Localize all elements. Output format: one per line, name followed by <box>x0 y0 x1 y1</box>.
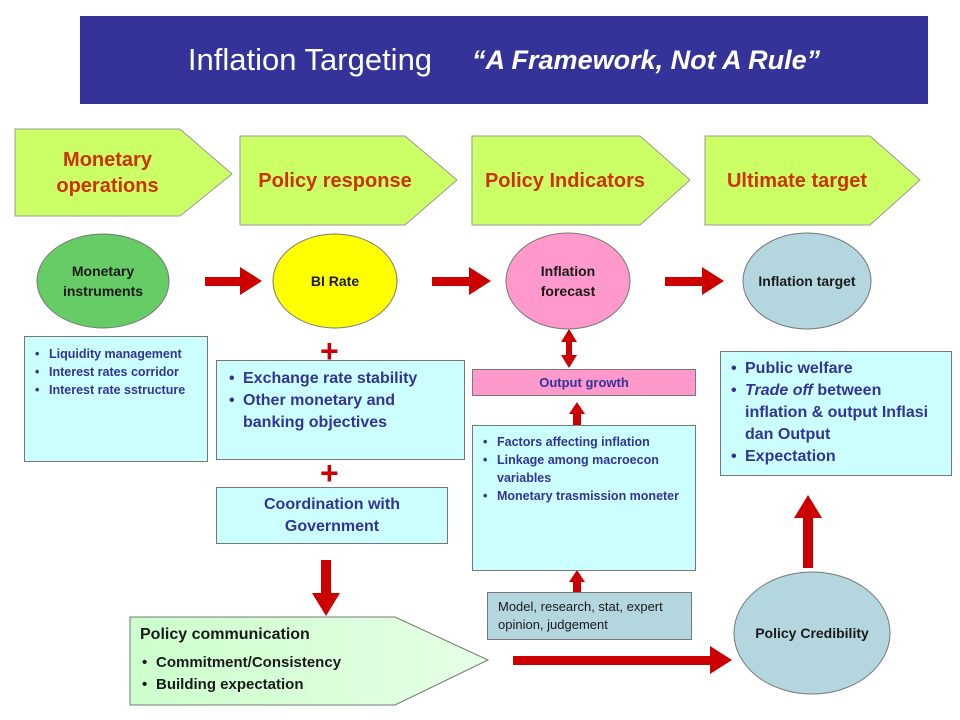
oval-inflation-forecast <box>505 232 631 330</box>
instruments-item: Interest rate sstructure <box>33 381 201 399</box>
target-item-welfare: Public welfare <box>729 358 947 380</box>
oval-inflation-target <box>742 232 872 330</box>
oval-monetary-instruments <box>36 233 170 329</box>
response-box: Exchange rate stability Other monetary a… <box>216 360 465 460</box>
arrow-forecast-to-target <box>665 267 724 295</box>
factors-item: Factors affecting inflation <box>481 433 689 451</box>
response-item: Exchange rate stability <box>227 368 458 390</box>
stage-monetary-operations: Monetary operations <box>56 149 159 197</box>
oval-bi-rate <box>272 233 398 329</box>
instruments-item: Interest rates corridor <box>33 363 201 381</box>
output-growth-box: Output growth <box>472 369 696 396</box>
tradeoff-italic: Trade off <box>745 382 813 399</box>
target-item-expectation: Expectation <box>729 446 947 468</box>
factors-item: Linkage among macroecon variables <box>481 451 689 487</box>
communication-item: Commitment/Consistency <box>140 652 440 674</box>
model-research-box: Model, research, stat, expert opinion, j… <box>487 592 692 640</box>
title: Inflation Targeting “A Framework, Not A … <box>80 16 928 104</box>
arrow-credibility-to-target-box <box>794 495 822 568</box>
communication-item: Building expectation <box>140 674 440 696</box>
node-monetary-instruments: Monetary instruments <box>62 263 144 299</box>
tradeoff-rest: between inflation & output Inflasi dan O… <box>745 382 929 443</box>
stage-shape-monetary-operations <box>14 128 233 217</box>
factors-box: Factors affecting inflation Linkage amon… <box>472 425 696 571</box>
instruments-item: Liquidity management <box>33 345 201 363</box>
target-item-tradeoff: Trade off between inflation & output Inf… <box>729 380 947 446</box>
stage-policy-response: Policy response <box>258 170 412 192</box>
stage-shape-ultimate-target <box>704 135 921 226</box>
node-inflation-forecast: Inflation forecast <box>540 263 596 299</box>
target-box: Public welfare Trade off between inflati… <box>720 351 952 476</box>
title-banner <box>80 16 928 104</box>
arrow-coordination-to-communication <box>312 560 340 616</box>
node-inflation-target: Inflation target <box>758 273 856 289</box>
stage-shape-policy-indicators <box>471 135 691 226</box>
response-item: Other monetary and banking objectives <box>227 390 458 434</box>
arrow-communication-to-credibility <box>513 646 732 674</box>
arrow-model-to-factors <box>569 570 585 592</box>
oval-policy-credibility <box>733 571 891 695</box>
communication-title: Policy communication <box>140 626 310 643</box>
title-main: Inflation Targeting <box>187 42 433 77</box>
instruments-box: Liquidity management Interest rates corr… <box>24 336 208 462</box>
node-bi-rate: BI Rate <box>310 273 360 289</box>
arrow-factors-to-output-growth <box>569 402 585 425</box>
arrow-bi-rate-to-forecast <box>432 267 491 295</box>
plus-sign-bottom: + <box>320 455 339 491</box>
stage-shape-policy-response <box>239 135 458 226</box>
node-policy-credibility: Policy Credibility <box>755 625 869 641</box>
stage-policy-indicators: Policy Indicators <box>484 170 646 192</box>
coordination-box: Coordination with Government <box>216 487 448 544</box>
plus-sign-top: + <box>320 333 339 369</box>
stage-ultimate-target: Ultimate target <box>726 170 868 192</box>
communication-list: Commitment/Consistency Building expectat… <box>140 652 440 696</box>
title-quote: “A Framework, Not A Rule” <box>472 44 821 75</box>
factors-item: Monetary trasmission moneter <box>481 487 689 505</box>
arrow-output-growth-forecast-double <box>561 329 577 368</box>
arrow-instruments-to-bi-rate <box>205 267 262 295</box>
